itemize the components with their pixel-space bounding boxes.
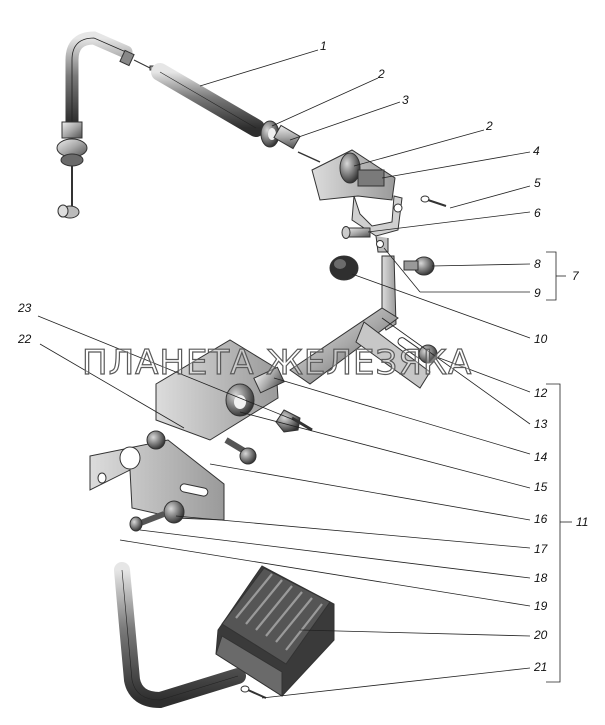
callout-labels: 1 2 3 2 4 5 6 8 7 9 10 23 22 12 13 14 15… xyxy=(17,39,588,674)
callout-2-lower: 2 xyxy=(485,119,493,133)
upper-cable-bracket xyxy=(311,149,403,253)
callout-1: 1 xyxy=(320,39,327,53)
callout-6: 6 xyxy=(534,206,541,220)
cable-adjust-nut xyxy=(273,124,321,163)
callout-12: 12 xyxy=(534,386,548,400)
callout-8: 8 xyxy=(534,257,541,271)
pedal-lever-rod xyxy=(289,255,438,389)
callout-15: 15 xyxy=(534,480,548,494)
leader-lines xyxy=(37,49,572,699)
bolt-with-washer xyxy=(403,256,435,276)
throttle-cable xyxy=(56,31,265,219)
callout-20: 20 xyxy=(533,628,548,642)
callout-2-upper: 2 xyxy=(377,67,385,81)
pedal-pad xyxy=(215,565,335,697)
callout-22: 22 xyxy=(17,332,32,346)
callout-14: 14 xyxy=(534,450,548,464)
callout-23: 23 xyxy=(17,301,32,315)
cotter-pin-lower xyxy=(240,685,267,699)
watermark-text: ПЛАНЕТА ЖЕЛЕЗЯКА xyxy=(82,343,472,383)
rubber-stop xyxy=(329,255,359,281)
callout-3: 3 xyxy=(402,93,409,107)
pedal-arm xyxy=(101,501,246,709)
callout-17: 17 xyxy=(534,542,549,556)
callout-4: 4 xyxy=(533,144,540,158)
callout-9: 9 xyxy=(534,286,541,300)
callout-5: 5 xyxy=(534,176,541,190)
callout-10: 10 xyxy=(534,332,548,346)
callout-18: 18 xyxy=(534,571,548,585)
callout-13: 13 xyxy=(534,417,548,431)
callout-21: 21 xyxy=(533,660,547,674)
callout-16: 16 xyxy=(534,512,548,526)
lower-pedal-bracket xyxy=(89,430,257,532)
callout-7: 7 xyxy=(572,269,580,283)
callout-19: 19 xyxy=(534,599,548,613)
clevis-pin xyxy=(341,226,371,239)
cotter-pin-upper xyxy=(420,195,447,207)
callout-11: 11 xyxy=(576,515,588,529)
